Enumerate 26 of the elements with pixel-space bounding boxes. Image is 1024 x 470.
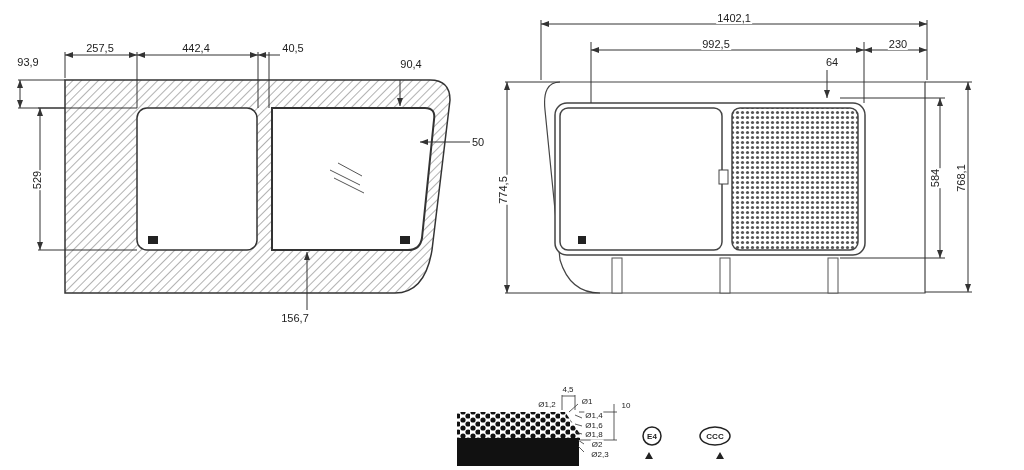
dimension-label: Ø1,2 <box>537 399 557 409</box>
dimension-label: 156,7 <box>280 312 310 324</box>
dimension-label: 442,4 <box>181 42 211 54</box>
dimension-label: 10 <box>620 400 632 410</box>
dimension-label: 90,4 <box>399 58 423 70</box>
dimension-label: 1402,1 <box>716 12 752 24</box>
dimension-label: 992,5 <box>701 38 731 50</box>
dimension-label: 257,5 <box>85 42 115 54</box>
dimension-label: 93,9 <box>16 56 40 68</box>
dimension-label: Ø1,8 <box>584 429 604 439</box>
dimension-label: 768,1 <box>955 163 967 193</box>
dimension-label: Ø1,6 <box>584 420 604 430</box>
dimension-label: 40,5 <box>281 42 305 54</box>
dimension-label: 64 <box>824 56 840 68</box>
dimension-label: Ø1 <box>580 396 594 406</box>
certification-mark-label: CCC <box>705 431 725 441</box>
dimension-label: 4,5 <box>561 384 575 394</box>
dimension-label: Ø1,4 <box>584 410 604 420</box>
dimension-label: 774,5 <box>497 175 509 205</box>
certification-mark-label: E4 <box>646 431 658 441</box>
dimension-label: Ø2,3 <box>590 449 610 459</box>
dimension-label: 584 <box>929 167 941 189</box>
dimension-label: 529 <box>31 169 43 191</box>
dimension-label: 50 <box>470 136 486 148</box>
dimension-label: 230 <box>887 38 909 50</box>
dimension-label: Ø2 <box>590 439 604 449</box>
